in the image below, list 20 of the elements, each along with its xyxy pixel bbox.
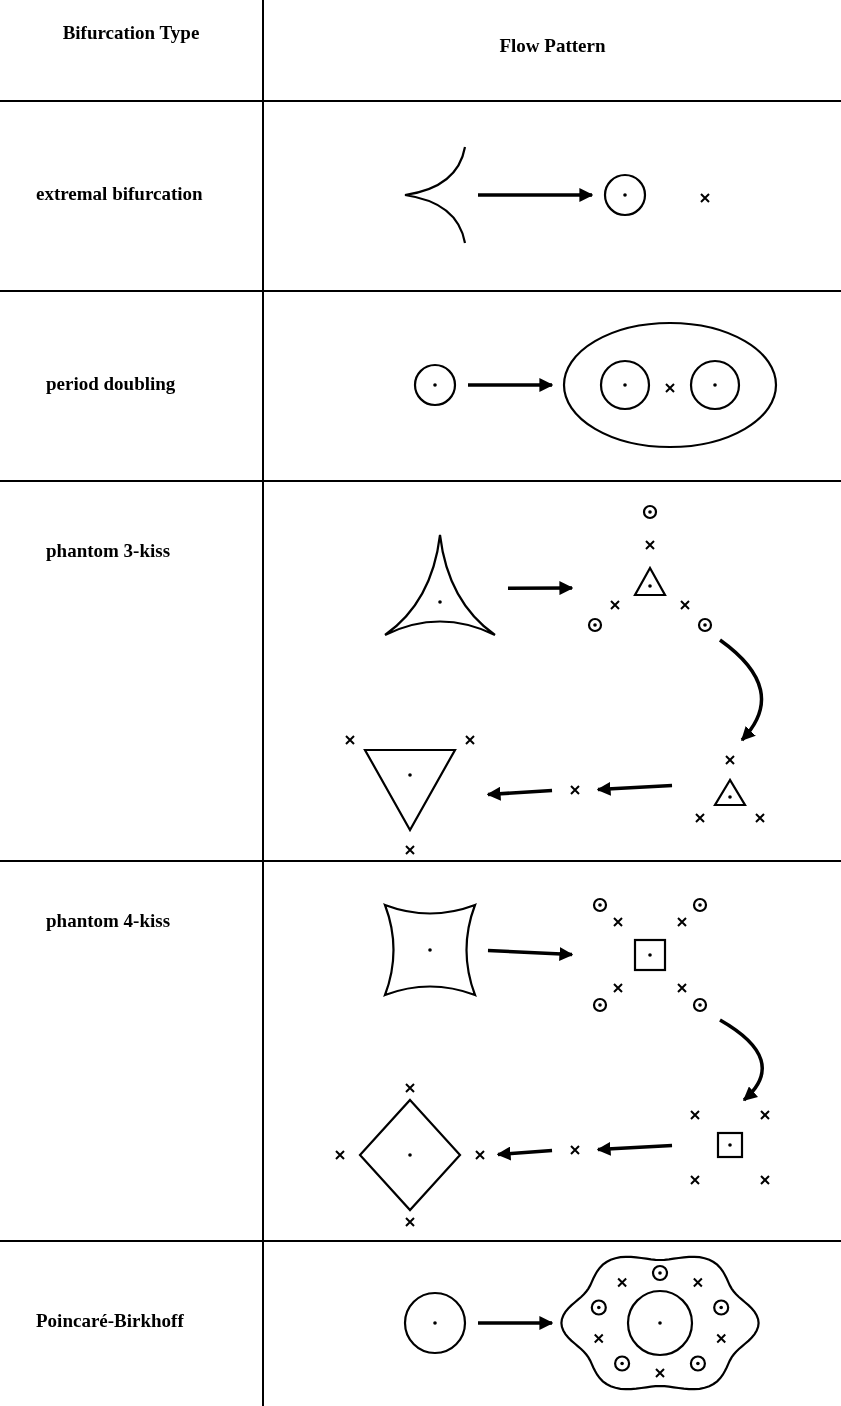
row-label: period doubling: [45, 373, 177, 395]
arrow: [487, 947, 574, 961]
column-header: Bifurcation Type: [61, 22, 201, 44]
arrow: [468, 378, 554, 392]
arrow: [478, 188, 594, 202]
arrow: [719, 1018, 764, 1102]
arrow: [478, 1316, 554, 1330]
arrow: [718, 638, 764, 742]
arrow: [508, 581, 574, 596]
curved-square-drawing: [380, 900, 480, 1000]
row-label: extremal bifurcation: [35, 183, 204, 205]
row-label: Poincaré-Birkhoff: [35, 1310, 185, 1332]
arrow: [486, 786, 553, 801]
arrow: [596, 781, 673, 796]
arrow: [496, 1146, 553, 1161]
arrow: [596, 1141, 673, 1156]
period-doubling-drawing: [560, 320, 780, 450]
row-label: phantom 3-kiss: [45, 540, 172, 562]
row-label: phantom 4-kiss: [45, 910, 172, 932]
column-header: Flow Pattern: [498, 35, 607, 57]
